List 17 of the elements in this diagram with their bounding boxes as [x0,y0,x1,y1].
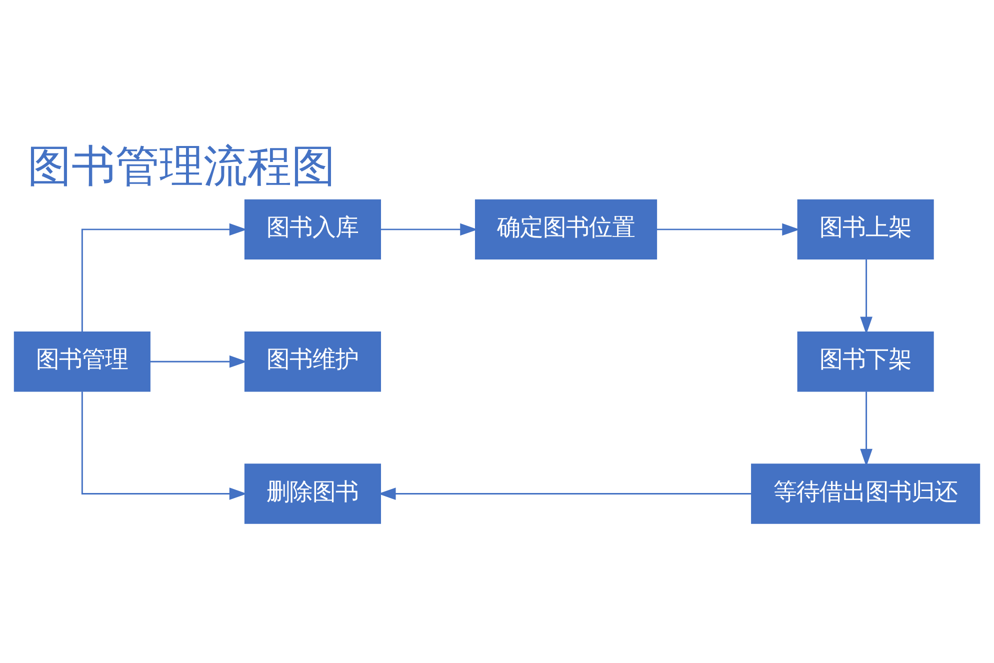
arrow [81,223,247,332]
diagram-title: 图书管理流程图 [27,140,336,192]
node-box: 删除图书 [244,464,381,524]
node-box: 确定图书位置 [474,199,658,260]
arrow [378,488,752,500]
node-box: 图书上架 [797,199,934,260]
arrow [656,223,800,236]
arrow [81,392,247,500]
node-box: 图书维护 [244,332,381,392]
arrow [380,223,478,236]
node-box: 等待借出图书归还 [751,464,980,524]
node-box: 图书入库 [244,199,381,260]
node-box: 图书管理 [14,332,150,392]
node-box: 图书下架 [797,332,934,392]
arrow [860,392,872,467]
arrow [150,355,248,368]
arrow [860,259,872,334]
